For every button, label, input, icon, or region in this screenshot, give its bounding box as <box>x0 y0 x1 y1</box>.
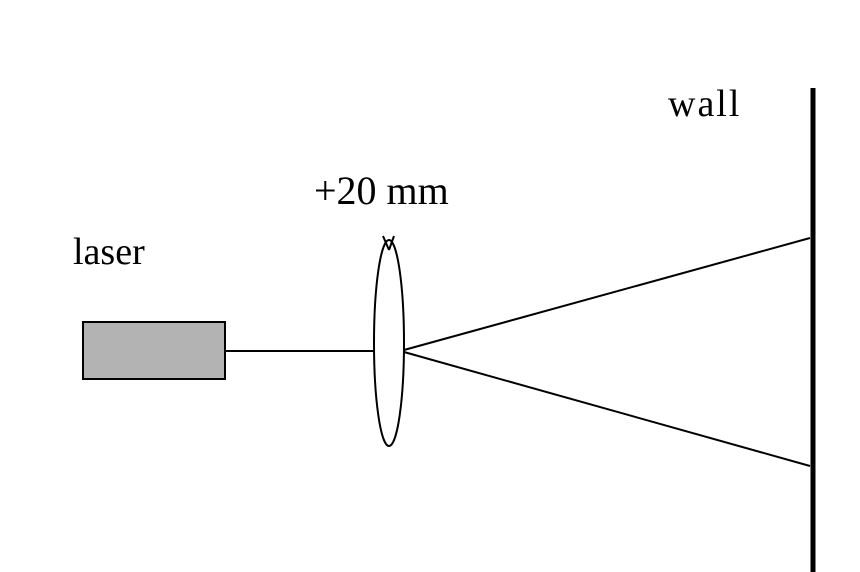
laser-body <box>82 321 226 380</box>
diverging-beam-upper <box>403 237 811 351</box>
lens-focal-length-label: +20 mm <box>314 168 449 213</box>
diverging-beam-lower <box>403 351 811 467</box>
laser-label: laser <box>73 231 145 273</box>
wall-label: wall <box>668 83 741 125</box>
convex-lens <box>373 239 405 447</box>
lens-top-tick-right <box>388 235 395 251</box>
lens-top-tick-left <box>382 235 390 251</box>
